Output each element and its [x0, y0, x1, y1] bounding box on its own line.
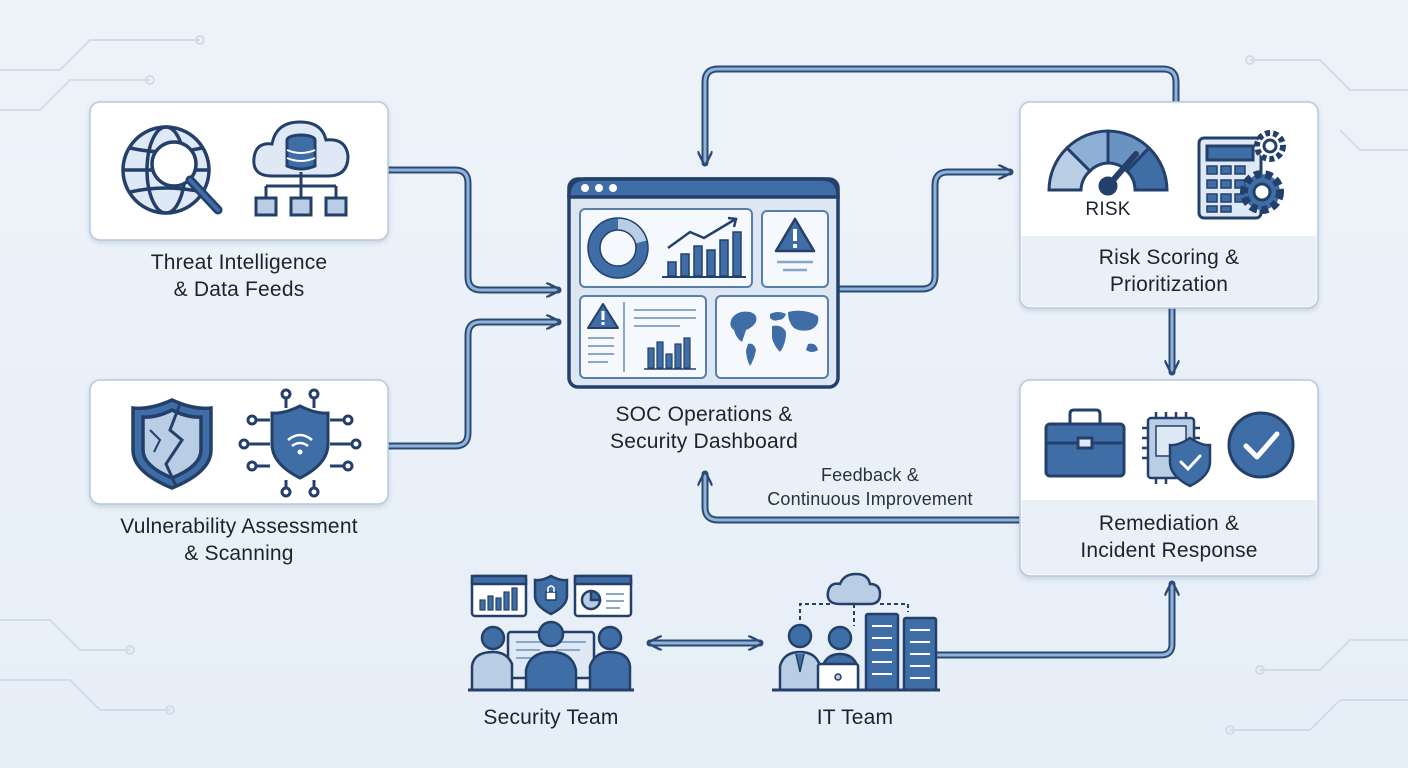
label-risk-scoring: Risk Scoring &Prioritization	[1098, 246, 1240, 296]
edge-feedback	[705, 474, 1022, 522]
risk-gauge-icon	[1047, 129, 1169, 196]
toolbox-icon	[1044, 408, 1126, 478]
card-remediation	[1019, 379, 1319, 577]
window-dot-2	[595, 184, 603, 192]
edge-risk-to-soc-top	[705, 67, 1178, 163]
calculator-gears-icon	[1197, 130, 1286, 220]
trend-bar-chart-icon	[662, 216, 746, 278]
label-security-team: Security Team	[483, 706, 619, 729]
label-vulnerability: Vulnerability Assessment& Scanning	[120, 515, 358, 565]
alert-report-icon	[587, 302, 696, 372]
network-shield-icon	[238, 388, 362, 498]
label-remediation: Remediation &Incident Response	[1080, 512, 1258, 562]
soc-dashboard-window	[567, 177, 840, 389]
world-map-icon	[730, 310, 819, 366]
window-dot-1	[581, 184, 589, 192]
chip-shield-icon	[1142, 412, 1212, 488]
edge-threat-to-soc	[387, 168, 558, 290]
edge-it-to-remediation	[935, 584, 1172, 657]
label-threat-intelligence: Threat Intelligence& Data Feeds	[150, 251, 328, 301]
card-vulnerability	[89, 379, 389, 505]
window-dot-3	[609, 184, 617, 192]
card-threat-intelligence	[89, 101, 389, 241]
warning-triangle-icon	[774, 217, 816, 272]
circuit-decoration	[0, 35, 1408, 735]
cracked-shield-icon	[131, 398, 213, 490]
donut-chart-icon	[587, 217, 649, 279]
label-it-team: IT Team	[816, 706, 894, 729]
security-team-illustration	[468, 574, 634, 692]
globe-search-icon	[121, 125, 223, 215]
connectors	[385, 65, 1180, 659]
label-soc-dashboard: SOC Operations &Security Dashboard	[609, 403, 799, 453]
label-feedback: Feedback &Continuous Improvement	[767, 465, 973, 509]
card-risk-scoring	[1019, 101, 1319, 309]
check-circle-icon	[1227, 411, 1295, 479]
edge-vuln-to-soc	[387, 322, 558, 448]
edge-soc-to-risk	[838, 172, 1010, 291]
gauge-risk-text: RISK	[1085, 199, 1131, 220]
it-team-illustration	[772, 572, 940, 692]
cloud-database-icon	[252, 120, 350, 217]
